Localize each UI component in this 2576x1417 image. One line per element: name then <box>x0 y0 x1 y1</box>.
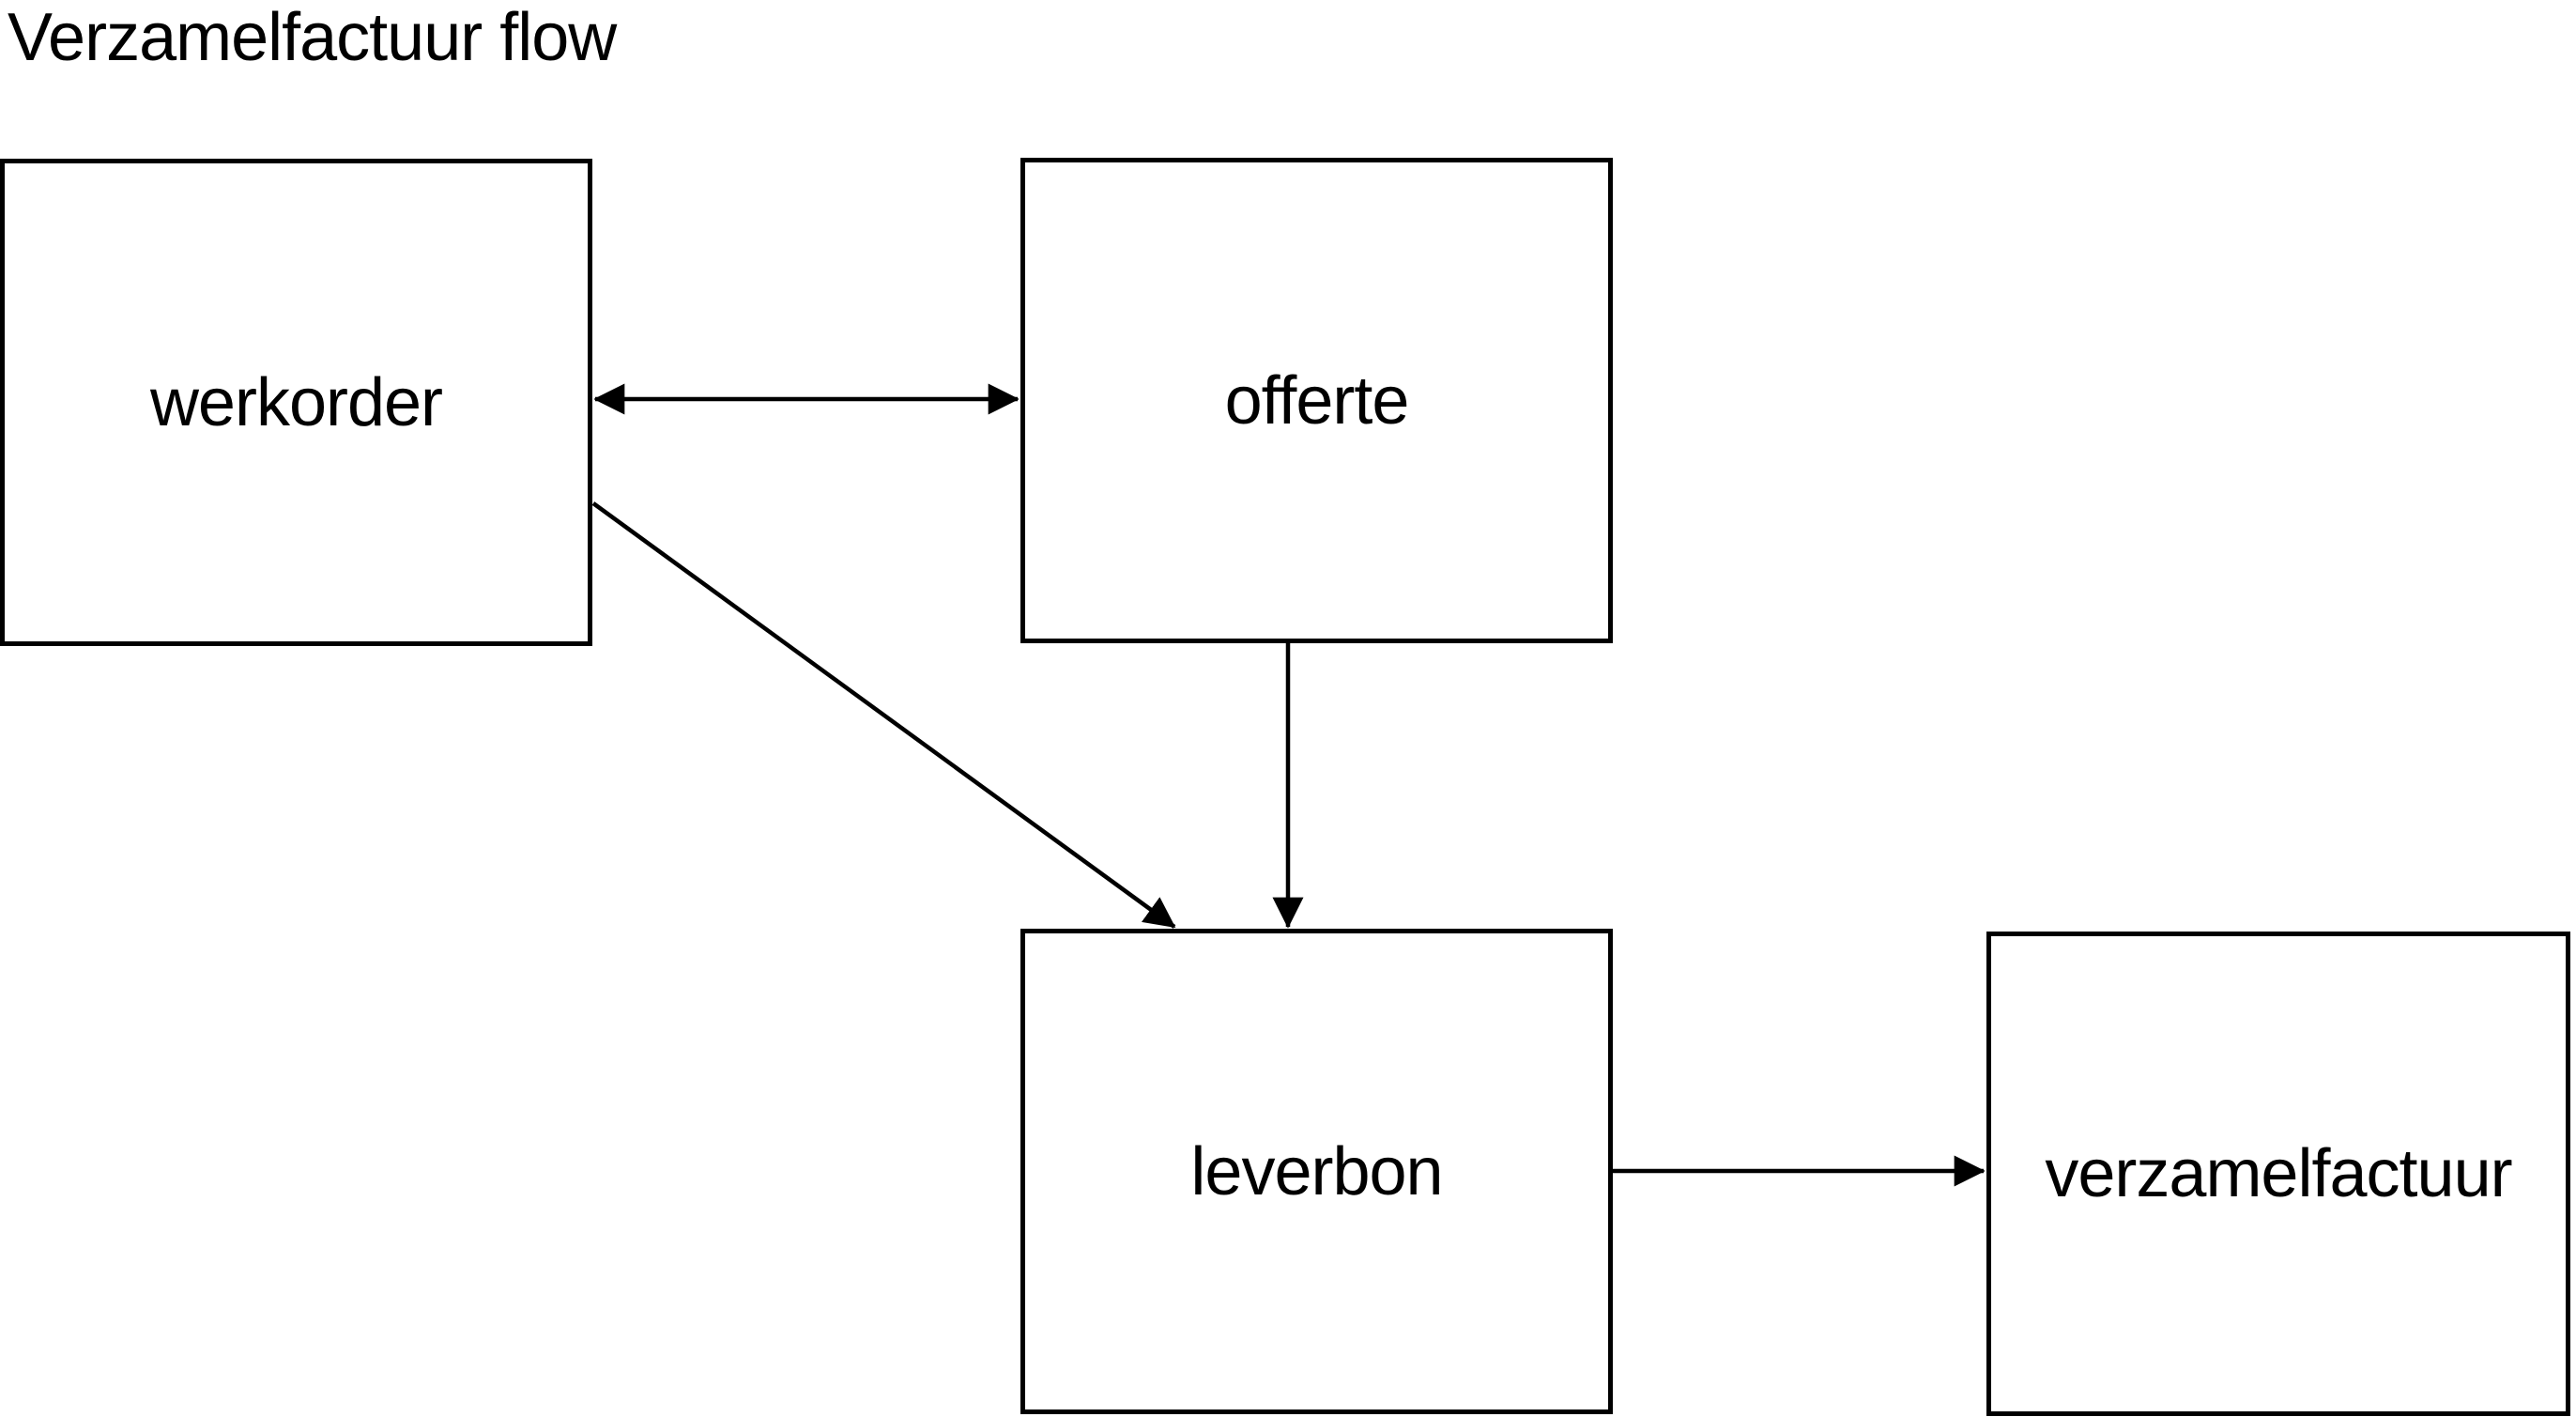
edge-werkorder-leverbon-arrow <box>591 501 1176 929</box>
node-offerte: offerte <box>1020 158 1613 643</box>
node-verzamelfactuur-label: verzamelfactuur <box>2045 1136 2512 1211</box>
diagram-title: Verzamelfactuur flow <box>8 0 617 75</box>
node-werkorder: werkorder <box>0 159 592 646</box>
node-offerte-label: offerte <box>1224 362 1410 439</box>
node-leverbon-label: leverbon <box>1190 1133 1443 1209</box>
node-verzamelfactuur: verzamelfactuur <box>1986 932 2570 1416</box>
node-werkorder-label: werkorder <box>149 364 443 440</box>
node-leverbon: leverbon <box>1020 929 1613 1414</box>
